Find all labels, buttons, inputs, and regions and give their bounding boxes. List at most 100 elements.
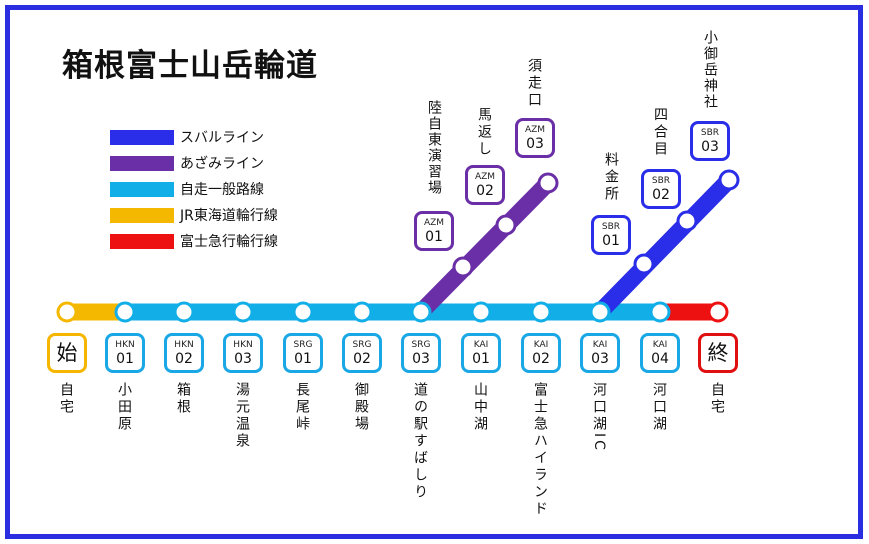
station-dot-kai02 [530, 301, 552, 323]
station-code: SRG [293, 339, 313, 350]
station-name-kai01: 山中湖 [472, 382, 488, 433]
legend-swatch-road [110, 181, 174, 197]
legend-label-fujikyu: 富士急行輪行線 [180, 234, 278, 250]
station-dot-sbr03 [718, 169, 740, 191]
legend-label-azami: あざみライン [180, 156, 264, 172]
station-code: SRG [411, 339, 431, 350]
station-number: 02 [652, 186, 670, 203]
station-badge-srg03: SRG 03 [401, 333, 441, 373]
station-badge-sbr03: SBR 03 [690, 121, 730, 161]
station-dot-hkn03 [232, 301, 254, 323]
terminal-end-label: 終 [707, 340, 729, 365]
legend-item-azami: あざみライン [110, 153, 264, 173]
station-code: KAI [652, 339, 668, 350]
station-dot-srg03 [410, 301, 432, 323]
legend-item-fujikyu: 富士急行輪行線 [110, 231, 278, 251]
station-number: 04 [651, 350, 669, 367]
station-name-home-start: 自宅 [58, 382, 74, 416]
station-badge-azm03: AZM 03 [515, 118, 555, 158]
station-badge-srg01: SRG 01 [283, 333, 323, 373]
station-dot-srg01 [292, 301, 314, 323]
station-badge-hkn03: HKN 03 [223, 333, 263, 373]
station-code: SBR [651, 175, 671, 186]
station-badge-home-end: 終 [698, 333, 738, 373]
legend-label-subaru: スバルライン [180, 130, 264, 146]
station-dot-azm03 [537, 172, 559, 194]
station-code: HKN [115, 339, 135, 350]
station-badge-kai01: KAI 01 [461, 333, 501, 373]
station-number: 03 [701, 138, 719, 155]
station-number: 03 [526, 135, 544, 152]
station-dot-azm01 [452, 256, 474, 278]
station-dot-sbr02 [676, 210, 698, 232]
legend-label-road: 自走一般路線 [180, 182, 264, 198]
station-number: 01 [425, 228, 443, 245]
legend-item-subaru: スバルライン [110, 127, 264, 147]
station-name-azm02: 馬返し [476, 107, 492, 158]
station-name-hkn02: 箱根 [175, 382, 191, 416]
legend-swatch-subaru [110, 129, 174, 145]
terminal-start-label: 始 [56, 340, 78, 365]
station-number: 01 [116, 350, 134, 367]
station-number: 02 [353, 350, 371, 367]
station-code: AZM [524, 124, 546, 135]
station-dot-hkn02 [173, 301, 195, 323]
station-dot-kai04 [649, 301, 671, 323]
segment-azami [414, 177, 555, 318]
station-name-kai04: 河口湖 [651, 382, 667, 433]
station-code: KAI [473, 339, 489, 350]
station-name-azm01: 陸自東演習場 [426, 100, 442, 196]
station-code: SRG [352, 339, 372, 350]
station-number: 01 [294, 350, 312, 367]
station-number: 03 [234, 350, 252, 367]
station-badge-azm02: AZM 02 [465, 165, 505, 205]
station-name-srg02: 御殿場 [353, 382, 369, 433]
station-number: 03 [591, 350, 609, 367]
map-frame [5, 5, 863, 539]
station-dot-hkn01 [114, 301, 136, 323]
station-dot-kai03 [589, 301, 611, 323]
station-name-sbr01: 料金所 [603, 152, 619, 203]
legend-swatch-fujikyu [110, 233, 174, 249]
segment-subaru [593, 174, 736, 318]
station-code: AZM [423, 217, 445, 228]
station-name-sbr03: 小御岳神社 [702, 30, 718, 110]
station-name-hkn03: 湯元温泉 [234, 382, 250, 450]
page-title: 箱根富士山岳輪道 [62, 48, 318, 84]
legend-swatch-jr [110, 207, 174, 223]
station-badge-srg02: SRG 02 [342, 333, 382, 373]
station-badge-azm01: AZM 01 [414, 211, 454, 251]
legend-item-road: 自走一般路線 [110, 179, 264, 199]
station-number: 02 [175, 350, 193, 367]
station-dot-home-start [56, 301, 78, 323]
station-name-sbr02: 四合目 [652, 107, 668, 158]
station-number: 01 [602, 232, 620, 249]
station-dot-srg02 [351, 301, 373, 323]
station-dot-azm02 [495, 214, 517, 236]
station-name-srg03: 道の駅すばしり [412, 382, 428, 501]
station-name-azm03: 須走口 [526, 58, 542, 109]
station-name-hkn01: 小田原 [116, 382, 132, 433]
station-badge-kai03: KAI 03 [580, 333, 620, 373]
station-dot-sbr01 [633, 253, 655, 275]
legend-label-jr: JR東海道輪行線 [180, 208, 278, 224]
station-code: AZM [474, 171, 496, 182]
station-dot-home-end [707, 301, 729, 323]
station-code: HKN [174, 339, 194, 350]
station-code: SBR [700, 127, 720, 138]
station-code: KAI [592, 339, 608, 350]
station-badge-hkn02: HKN 02 [164, 333, 204, 373]
station-badge-sbr01: SBR 01 [591, 215, 631, 255]
station-badge-sbr02: SBR 02 [641, 169, 681, 209]
station-dot-kai01 [470, 301, 492, 323]
station-badge-kai02: KAI 02 [521, 333, 561, 373]
station-name-home-end: 自宅 [709, 382, 725, 416]
station-number: 01 [472, 350, 490, 367]
station-name-srg01: 長尾峠 [294, 382, 310, 433]
station-badge-kai04: KAI 04 [640, 333, 680, 373]
station-number: 02 [476, 182, 494, 199]
station-name-kai03: 河口湖IC [591, 382, 607, 453]
legend-swatch-azami [110, 155, 174, 171]
station-code: SBR [601, 221, 621, 232]
